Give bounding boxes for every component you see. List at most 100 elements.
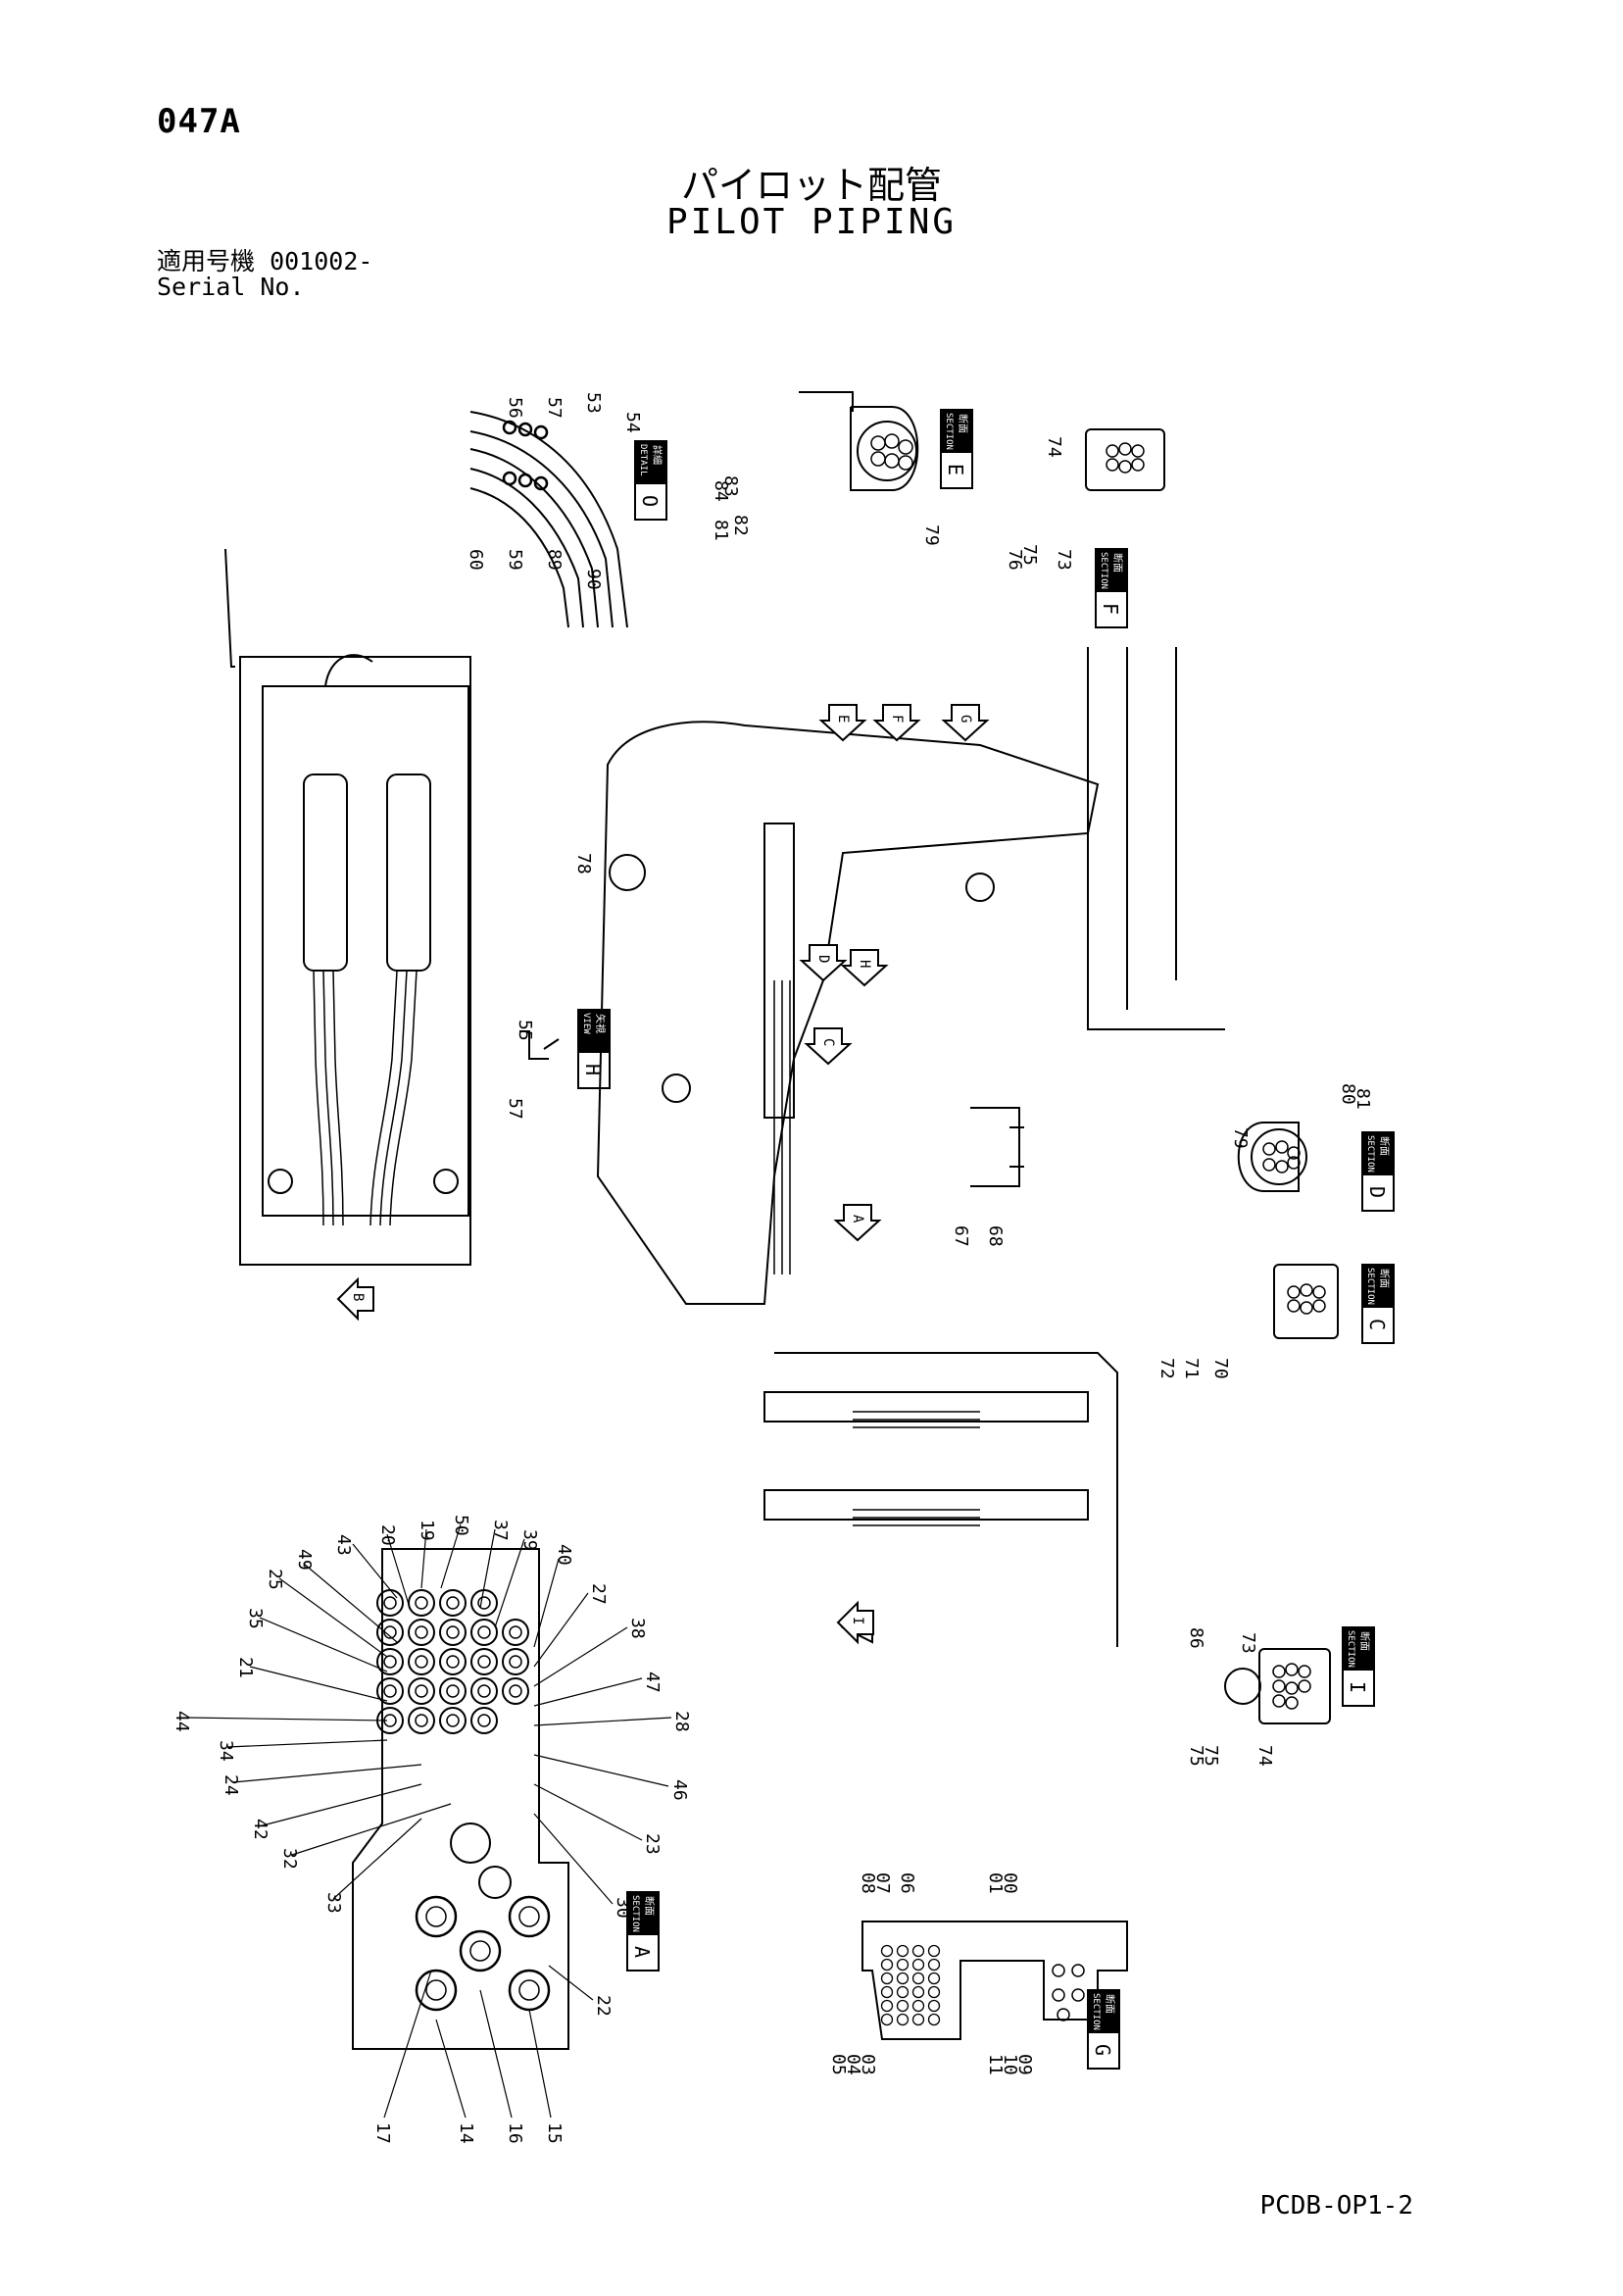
frame-inner: [262, 685, 469, 1217]
hose-bundle: [1251, 1128, 1307, 1185]
hose-line: [324, 654, 373, 687]
port-fitting: [439, 1707, 467, 1734]
port-bore: [446, 1714, 460, 1727]
port-hole: [1052, 1988, 1065, 2002]
port-hole: [927, 1999, 941, 2013]
callout-number: 72: [1156, 1358, 1177, 1379]
port-hole: [1071, 1988, 1085, 2002]
port-bore: [518, 1979, 540, 2001]
port-fitting: [376, 1677, 404, 1705]
port-bore: [383, 1596, 397, 1610]
leader-line: [420, 1528, 427, 1589]
port-bore: [477, 1714, 491, 1727]
callout-number: 78: [573, 853, 594, 874]
hose-circle: [1224, 1668, 1261, 1705]
callout-number: 86: [1186, 1627, 1206, 1649]
tag-fill: [1362, 1265, 1394, 1308]
hose-circles: [1106, 442, 1145, 474]
callout-number: 01: [985, 1872, 1006, 1894]
port-fitting: [470, 1677, 498, 1705]
leader-line: [479, 1989, 513, 2119]
leader-line: [533, 1677, 643, 1707]
view-arrow-f: F: [872, 704, 921, 742]
port-bore: [383, 1684, 397, 1698]
arrow-letter: G: [958, 715, 973, 723]
callout-number: 42: [250, 1819, 270, 1840]
port-bore: [446, 1684, 460, 1698]
callout-number: 90: [583, 569, 604, 590]
leader-line: [185, 1717, 388, 1722]
tag-label-japanese: 断面: [1378, 1136, 1391, 1156]
tag-letter: C: [1365, 1319, 1389, 1330]
callout-number: 34: [216, 1740, 236, 1762]
port-bore: [509, 1655, 522, 1669]
port-fitting: [439, 1677, 467, 1705]
view-h: [519, 1030, 560, 1060]
clamp-body: [1273, 1264, 1339, 1339]
callout-number: 74: [1254, 1745, 1275, 1767]
pin-circle: [268, 1169, 293, 1194]
arrow-letter: H: [857, 960, 872, 968]
tag-letter: E: [944, 464, 967, 475]
plan-view: [224, 548, 471, 1266]
page-title: PILOT PIPING: [665, 202, 958, 242]
port-fitting: [470, 1589, 498, 1617]
callout-number: 76: [1005, 549, 1025, 571]
cylinder-right: [386, 774, 431, 972]
port-fitting: [408, 1589, 435, 1617]
port-fitting: [408, 1677, 435, 1705]
callout-number: 73: [1054, 549, 1074, 571]
tag-fill: [578, 1010, 610, 1053]
arrow-letter: I: [850, 1617, 865, 1624]
port-fitting: [470, 1648, 498, 1675]
callout-number: 75: [1019, 544, 1040, 566]
serial-label-japanese: 適用号機: [157, 247, 256, 275]
callout-number: 80: [1338, 1083, 1358, 1105]
callout-number: 75: [1186, 1745, 1206, 1767]
document-code: PCDB-OP1-2: [1259, 2191, 1413, 2221]
tag-label-japanese: 断面: [643, 1896, 656, 1916]
port-bore: [477, 1684, 491, 1698]
tag-label-japanese: 矢視: [594, 1014, 607, 1033]
callout-number: 59: [505, 549, 525, 571]
port-bore: [415, 1655, 428, 1669]
port-fitting: [470, 1707, 498, 1734]
hose-bundle: [857, 421, 917, 481]
pin-circle: [662, 1073, 691, 1103]
port-fitting: [376, 1589, 404, 1617]
leader-line: [533, 1558, 560, 1648]
arrow-letter: F: [889, 715, 905, 723]
port-bore: [509, 1684, 522, 1698]
serial-block: 適用号機 001002- Serial No.: [157, 249, 372, 300]
callout-number: 22: [593, 1995, 614, 2017]
port-bore: [518, 1906, 540, 1927]
callout-number: 37: [490, 1520, 511, 1541]
section-i-view: [1224, 1648, 1331, 1724]
tag-fill: [1362, 1132, 1394, 1175]
manifold-plate: [861, 1921, 1128, 2040]
view-arrow-g: G: [941, 704, 990, 742]
callout-number: 81: [1352, 1088, 1373, 1110]
callout-number: 73: [1238, 1632, 1258, 1654]
leader-line: [479, 1528, 496, 1609]
leader-line: [548, 1965, 594, 2001]
arrow-shape: [336, 1276, 374, 1322]
port-fitting: [408, 1648, 435, 1675]
callout-number: 70: [1210, 1358, 1231, 1379]
leader-line: [533, 1592, 589, 1668]
port-fitting: [439, 1589, 467, 1617]
leader-line: [533, 1783, 643, 1841]
tag-label-japanese: 詳細: [651, 445, 664, 465]
port-hole: [880, 1958, 894, 1972]
port-bore: [415, 1596, 428, 1610]
leader-line: [533, 1717, 672, 1726]
port-bore: [415, 1684, 428, 1698]
tag-label: SECTION: [630, 1895, 640, 1932]
large-port-fitting: [415, 1895, 458, 1938]
callout-number: 25: [265, 1569, 285, 1590]
callout-number: 11: [985, 2054, 1006, 2075]
port-hole: [880, 1972, 894, 1985]
port-hole: [880, 1999, 894, 2013]
